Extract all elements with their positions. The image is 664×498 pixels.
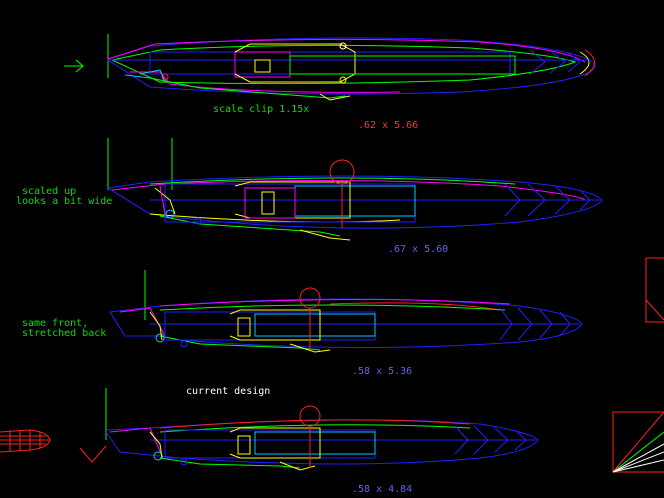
design-4-profile (79, 388, 539, 471)
dimension-label-2: .67 x 5.60 (388, 244, 449, 255)
design-2-profile (106, 138, 603, 241)
right-fragment-upper (645, 257, 664, 323)
dimension-label-3: .58 x 5.36 (352, 366, 413, 377)
design-3-profile (109, 270, 583, 353)
right-fragment-lower (612, 411, 664, 473)
scaled-note-line2: looks a bit wide (16, 196, 113, 207)
dimension-label-4: .58 x 4.84 (352, 484, 413, 495)
design-1-profile (64, 34, 596, 101)
scaled-note-line1: scaled up (22, 186, 77, 197)
mesh-fragment-left (0, 429, 51, 453)
dimension-label-1: .62 x 5.66 (358, 120, 419, 131)
right-arrow-icon (64, 59, 84, 73)
scale-note: scale clip 1.15x (213, 104, 310, 115)
current-design-note: current design (186, 386, 271, 397)
stretched-note-line2: stretched back (22, 328, 107, 339)
stretched-note-line1: same front, (22, 318, 89, 329)
